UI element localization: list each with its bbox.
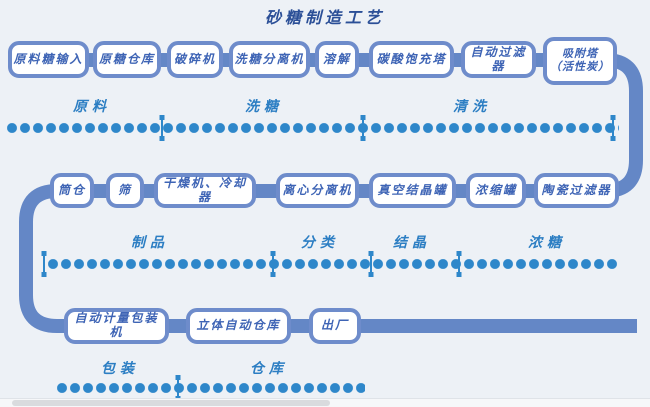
step-vacuum-crystallizer[interactable]: 真空结晶罐 bbox=[369, 173, 456, 208]
divider-line bbox=[42, 253, 45, 275]
section-divider bbox=[40, 251, 47, 277]
dotted-rail-bottom bbox=[57, 383, 365, 393]
section-label-crystallization: 结晶 bbox=[393, 234, 431, 250]
section-divider bbox=[158, 115, 165, 141]
step-adsorption-tower[interactable]: 吸附塔 （活性炭） bbox=[543, 37, 617, 85]
dotted-rail-middle bbox=[48, 259, 620, 269]
section-label-classification: 分类 bbox=[301, 234, 339, 250]
section-label-washing: 洗糖 bbox=[245, 98, 283, 114]
section-divider bbox=[269, 251, 276, 277]
step-sieve[interactable]: 筛 bbox=[106, 173, 144, 208]
step-concentration-tank[interactable]: 浓缩罐 bbox=[466, 173, 526, 208]
dotted-rail-top bbox=[7, 123, 619, 133]
section-divider bbox=[455, 251, 462, 277]
step-factory-shipment[interactable]: 出厂 bbox=[309, 308, 361, 344]
section-divider bbox=[367, 251, 374, 277]
step-dissolver[interactable]: 溶解 bbox=[315, 41, 359, 78]
section-label-packing: 包装 bbox=[101, 360, 139, 376]
section-label-cleaning: 清洗 bbox=[453, 98, 491, 114]
divider-line bbox=[457, 253, 460, 275]
page-title: 砂糖制造工艺 bbox=[264, 10, 386, 27]
horizontal-scrollbar-thumb[interactable] bbox=[12, 400, 330, 406]
divider-handle-icon bbox=[360, 136, 365, 141]
step-silo[interactable]: 筒仓 bbox=[50, 173, 94, 208]
step-carbonation-tower[interactable]: 碳酸饱充塔 bbox=[369, 41, 454, 78]
section-label-thick-sugar: 浓糖 bbox=[528, 234, 566, 250]
divider-line bbox=[361, 117, 364, 139]
divider-handle-icon bbox=[610, 136, 615, 141]
divider-handle-icon bbox=[368, 272, 373, 277]
divider-line bbox=[271, 253, 274, 275]
divider-handle-icon bbox=[270, 272, 275, 277]
step-raw-sugar-input[interactable]: 原料糖输入 bbox=[8, 41, 89, 78]
divider-line bbox=[369, 253, 372, 275]
divider-line bbox=[176, 377, 179, 399]
step-automated-warehouse[interactable]: 立体自动仓库 bbox=[186, 308, 291, 344]
step-centrifugal-separator[interactable]: 离心分离机 bbox=[276, 173, 359, 208]
step-auto-filter[interactable]: 自动过滤器 bbox=[461, 41, 536, 78]
divider-handle-icon bbox=[159, 136, 164, 141]
section-label-raw-material: 原料 bbox=[73, 98, 111, 114]
section-label-warehouse: 仓库 bbox=[250, 360, 288, 376]
divider-handle-icon bbox=[41, 272, 46, 277]
step-ceramic-filter[interactable]: 陶瓷过滤器 bbox=[534, 173, 619, 208]
step-auto-packing-machine[interactable]: 自动计量包装机 bbox=[64, 308, 169, 344]
step-sugar-washing-separator[interactable]: 洗糖分离机 bbox=[229, 41, 310, 78]
step-dryer-cooler[interactable]: 干燥机、冷却器 bbox=[154, 173, 256, 208]
divider-handle-icon bbox=[456, 272, 461, 277]
section-divider bbox=[359, 115, 366, 141]
divider-line bbox=[160, 117, 163, 139]
divider-line bbox=[611, 117, 614, 139]
section-divider bbox=[609, 115, 616, 141]
section-label-product: 制品 bbox=[131, 234, 169, 250]
step-crusher[interactable]: 破碎机 bbox=[167, 41, 223, 78]
step-raw-sugar-warehouse[interactable]: 原糖仓库 bbox=[93, 41, 161, 78]
